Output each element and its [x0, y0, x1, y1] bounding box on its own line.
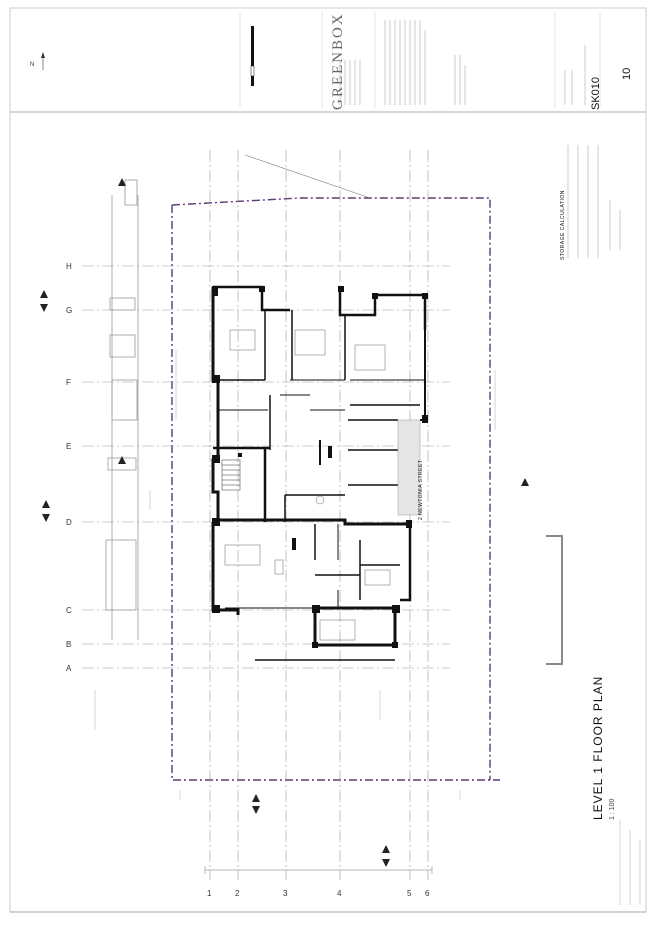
- building-walls: [211, 285, 427, 661]
- site-boundary: [171, 197, 500, 781]
- grid-label-d: D: [66, 518, 72, 527]
- sheet-border: [9, 7, 647, 913]
- grid-bubbles-numbers: 1 2 3 4 5 6: [207, 889, 430, 898]
- grid-label-2: 2: [235, 889, 240, 898]
- north-label: N: [30, 62, 34, 68]
- grid-label-a: A: [66, 664, 72, 673]
- brand-logo: GREENBOX: [330, 12, 356, 110]
- grid-bubbles-letters: H G F E D C B A: [66, 262, 72, 673]
- title-block-lines: [239, 12, 601, 108]
- grid-label-1: 1: [207, 889, 212, 898]
- balcony-area: [397, 419, 421, 516]
- grid-label-c: C: [66, 606, 72, 615]
- grid-label-3: 3: [283, 889, 288, 898]
- structural-columns: [212, 286, 428, 648]
- title-block-notes: [339, 20, 586, 105]
- leader-line: [244, 154, 371, 199]
- brand-name: GREENBOX: [330, 12, 346, 110]
- grid-lines: [82, 150, 450, 880]
- sheet-number-text: 10: [621, 67, 633, 80]
- plan-title: LEVEL 1 FLOOR PLAN: [591, 675, 605, 820]
- grid-label-h: H: [66, 262, 72, 271]
- storage-table: [567, 145, 621, 258]
- dimension-line-bottom: [204, 866, 433, 874]
- grid-label-6: 6: [425, 889, 430, 898]
- north-arrow-icon: [41, 52, 45, 70]
- grid-label-f: F: [66, 378, 71, 387]
- street-label: 2 NEWTONIA STREET: [418, 440, 432, 520]
- annotation-marks: [94, 350, 641, 905]
- grid-label-g: G: [66, 306, 72, 315]
- grid-label-4: 4: [337, 889, 342, 898]
- grid-label-5: 5: [407, 889, 412, 898]
- drawing-number: SK010: [590, 70, 610, 110]
- adjacent-lot: [546, 535, 563, 665]
- grid-label-e: E: [66, 442, 71, 451]
- storage-calculation: STORAGE CALCULATION: [560, 140, 610, 260]
- section-marker-icons: [40, 178, 529, 867]
- stair-core: [221, 459, 241, 491]
- plan-title-block: LEVEL 1 FLOOR PLAN 1 : 100: [585, 670, 616, 820]
- plan-scale: 1 : 100: [609, 798, 616, 820]
- furniture: [224, 329, 391, 641]
- storage-heading: STORAGE CALCULATION: [560, 190, 566, 260]
- scale-bar: [250, 26, 255, 86]
- neighbour-outline: [105, 179, 139, 640]
- street-name: 2 NEWTONIA STREET: [418, 459, 424, 520]
- sheet-number: 10: [621, 40, 641, 80]
- grid-label-b: B: [66, 640, 71, 649]
- drawing-number-text: SK010: [590, 76, 602, 110]
